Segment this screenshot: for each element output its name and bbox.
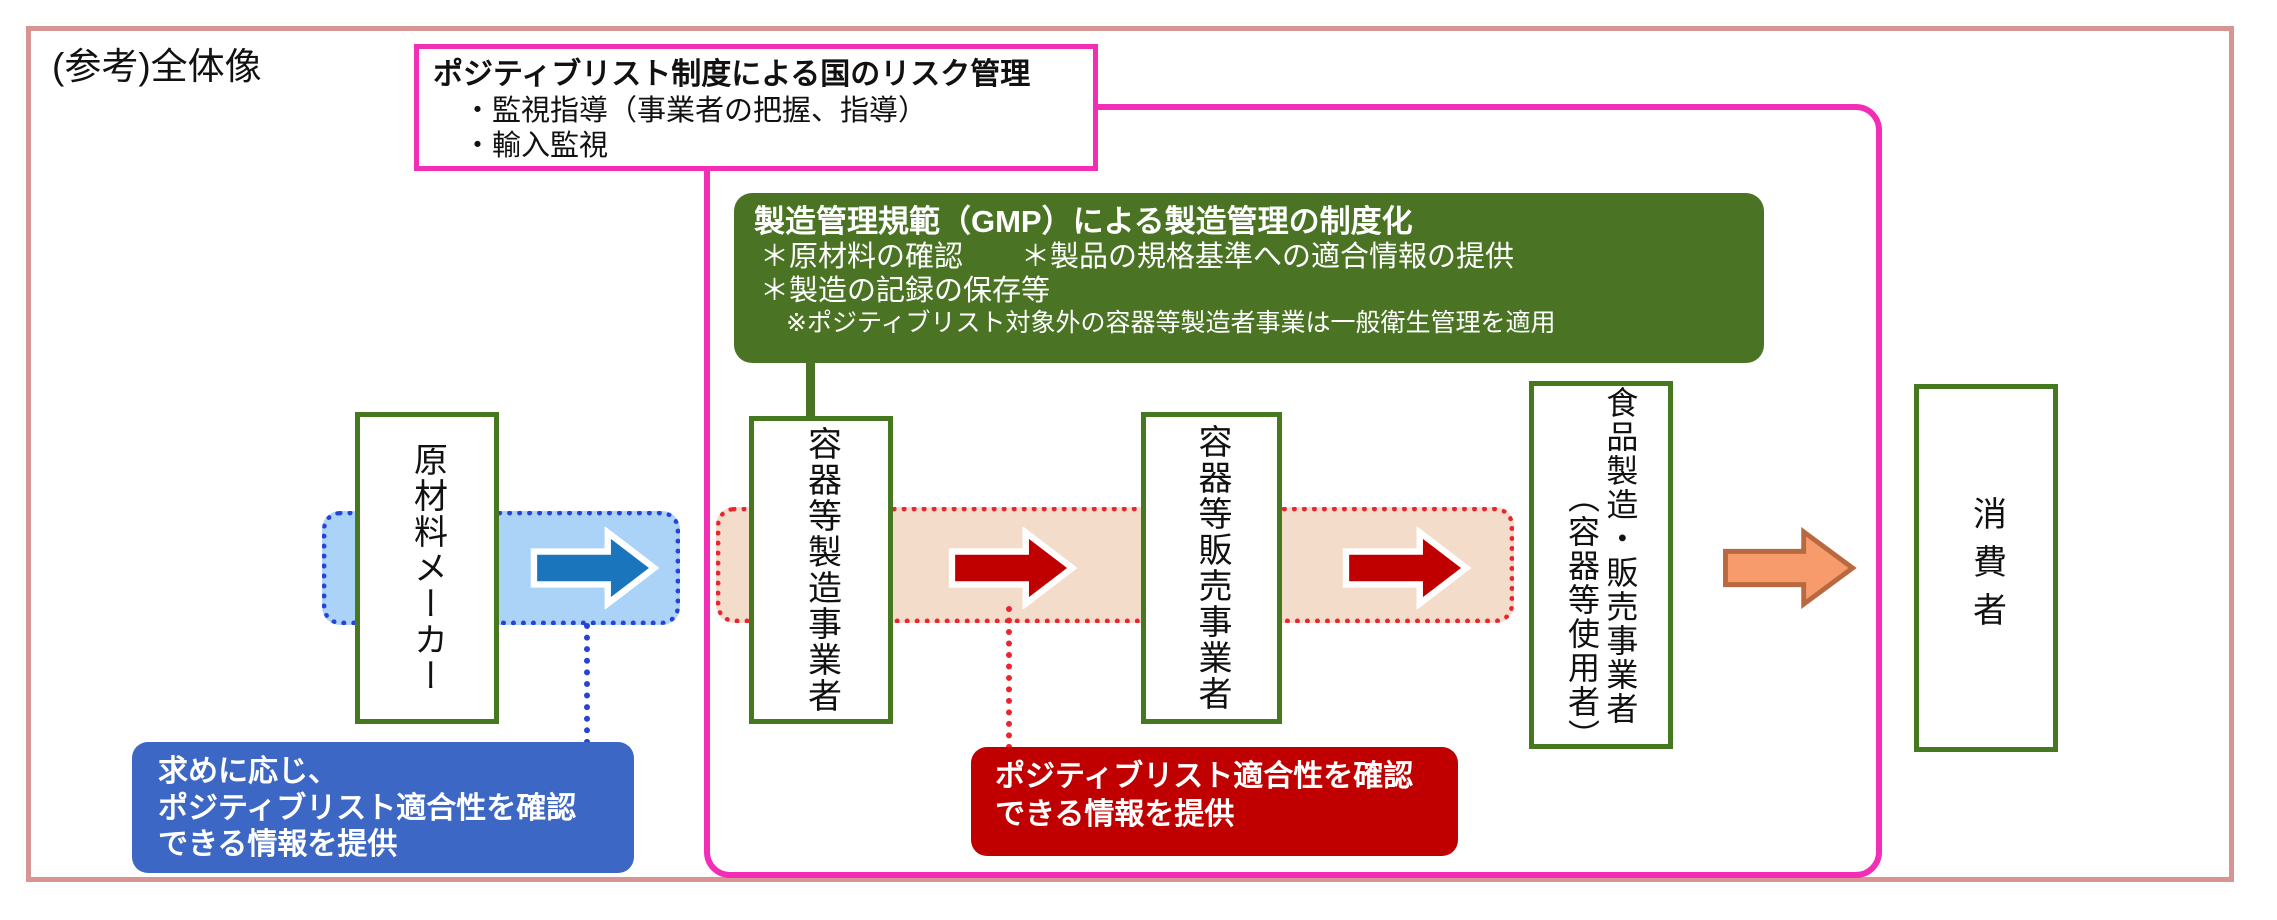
gmp-box: 製造管理規範（GMP）による製造管理の制度化 ＊原材料の確認 ＊製品の規格基準へ… — [734, 193, 1764, 363]
entity-box-food-manufacturer-seller: 食品製造・販売事業者 （容器等使用者） — [1529, 381, 1673, 753]
risk-management-item-1: ・監視指導（事業者の把握、指導） — [463, 94, 928, 127]
blue-callout-line-3: できる情報を提供 — [158, 828, 398, 862]
red-info-callout: ポジティブリスト適合性を確認 できる情報を提供 — [971, 747, 1458, 856]
entity-label: 容器等販売事業者 — [1193, 424, 1232, 712]
red-callout-line-2: できる情報を提供 — [995, 797, 1235, 831]
red-dotted-connector-line — [1006, 606, 1012, 750]
page-title: (参考)全体像 — [52, 46, 262, 87]
entity-box-container-seller: 容器等販売事業者 — [1141, 412, 1282, 724]
entity-box-container-manufacturer: 容器等製造事業者 — [749, 416, 893, 724]
risk-management-title: ポジティブリスト制度による国のリスク管理 — [433, 58, 1031, 91]
red-callout-line-1: ポジティブリスト適合性を確認 — [995, 760, 1414, 793]
entity-label: 原材料メーカー — [408, 442, 447, 694]
gmp-title: 製造管理規範（GMP）による製造管理の制度化 — [754, 204, 1413, 239]
entity-label: 容器等製造事業者 — [802, 426, 841, 714]
gmp-connector-line — [806, 360, 815, 420]
blue-info-callout: 求めに応じ、 ポジティブリスト適合性を確認 できる情報を提供 — [132, 742, 634, 873]
positive-list-scope-frame — [704, 104, 1882, 878]
blue-callout-line-2: ポジティブリスト適合性を確認 — [158, 791, 577, 825]
outer-border-frame — [26, 26, 2234, 882]
entity-label-sub: （容器等使用者） — [1564, 481, 1600, 753]
blue-callout-line-1: 求めに応じ、 — [158, 755, 338, 788]
red-right-arrow-icon — [948, 527, 1078, 609]
gmp-note: ※ポジティブリスト対象外の容器等製造者事業は一般衛生管理を適用 — [786, 308, 1556, 337]
gmp-line-1: ＊原材料の確認 ＊製品の規格基準への適合情報の提供 — [760, 241, 1515, 274]
entity-box-raw-material-maker: 原材料メーカー — [355, 412, 499, 724]
blue-right-arrow-icon — [530, 527, 660, 609]
red-right-arrow-icon — [1342, 527, 1472, 609]
entity-label-main: 食品製造・販売事業者 — [1602, 386, 1639, 726]
risk-management-item-2: ・輸入監視 — [463, 129, 609, 162]
orange-right-arrow-icon — [1723, 526, 1857, 610]
entity-label: 消費者 — [1967, 496, 2006, 640]
gmp-line-2: ＊製造の記録の保存等 — [760, 275, 1051, 308]
entity-label: 食品製造・販売事業者 （容器等使用者） — [1563, 386, 1640, 753]
blue-dotted-connector-line — [584, 623, 590, 745]
risk-management-box: ポジティブリスト制度による国のリスク管理 ・監視指導（事業者の把握、指導） ・輸… — [414, 44, 1098, 171]
entity-box-consumer: 消費者 — [1914, 384, 2058, 752]
